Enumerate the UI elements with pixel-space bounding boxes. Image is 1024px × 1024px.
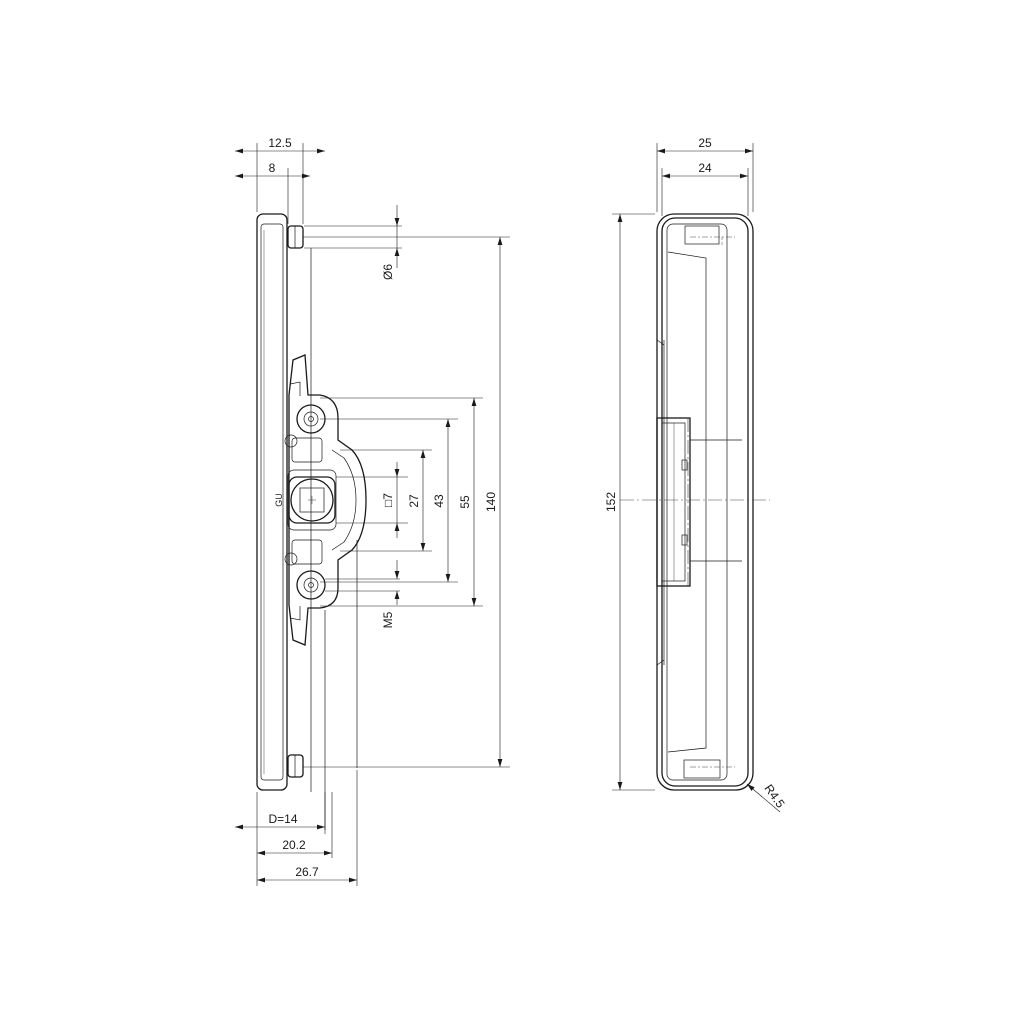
dim-27: 27 (407, 494, 421, 508)
dim-radius: R4.5 (762, 782, 788, 811)
dim-43: 43 (432, 494, 446, 508)
base-plate (256, 213, 288, 791)
bottom-screw (296, 570, 326, 600)
dim-square-7: □7 (381, 493, 395, 507)
gear-housing (288, 354, 367, 646)
side-view: GU 12.5 8 Ø6 □7 (235, 136, 510, 886)
bottom-pin (287, 754, 304, 778)
dim-26-7: 26.7 (295, 865, 319, 879)
dim-d-14: D=14 (268, 812, 297, 826)
dim-20-2: 20.2 (282, 838, 306, 852)
center-band (656, 417, 691, 587)
front-view: 25 24 152 R4.5 (604, 136, 788, 813)
dim-thread-m5: M5 (381, 611, 395, 628)
dim-25: 25 (698, 136, 712, 150)
dim-140: 140 (484, 492, 498, 512)
dim-12-5: 12.5 (268, 136, 292, 150)
spindle-hole (288, 476, 336, 524)
dim-24: 24 (698, 161, 712, 175)
top-pin (287, 225, 304, 249)
dim-55: 55 (458, 495, 472, 509)
dim-152: 152 (604, 492, 618, 512)
handle-body-outer (656, 213, 754, 791)
dim-pin-diameter: Ø6 (381, 264, 395, 280)
dim-8: 8 (269, 161, 276, 175)
logo-gu: GU (274, 493, 284, 507)
